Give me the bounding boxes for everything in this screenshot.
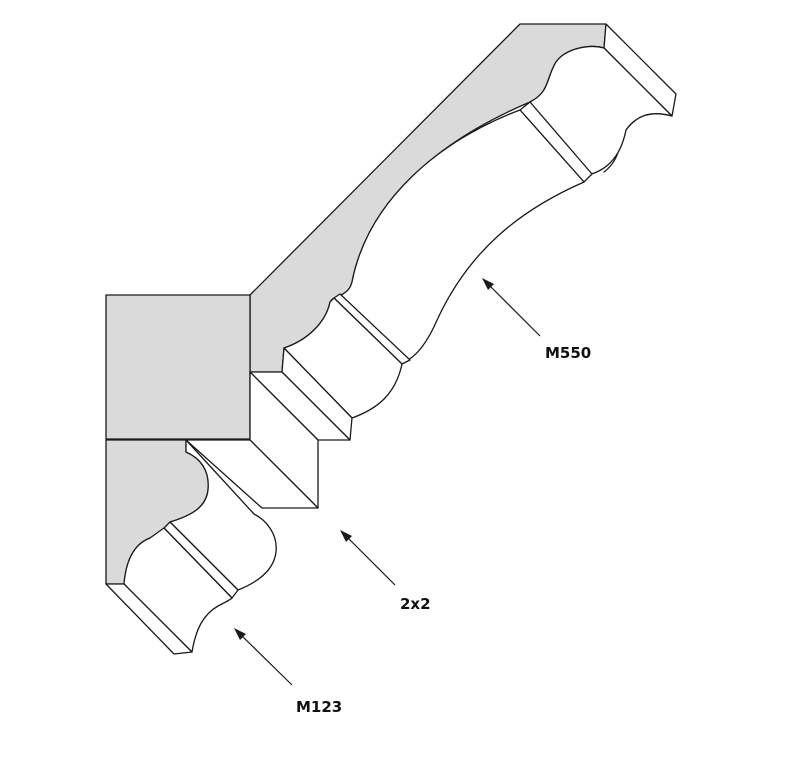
m550-main-cove bbox=[339, 109, 585, 363]
2x2-lower-face bbox=[185, 439, 319, 509]
m123-bottom-edge bbox=[105, 583, 193, 655]
arrow-head-icon bbox=[340, 530, 352, 542]
callout-2x2: 2x2 bbox=[340, 530, 431, 613]
m123-lower-cove bbox=[123, 527, 233, 653]
arrow-head-icon bbox=[234, 628, 246, 640]
callout-m550: M550 bbox=[482, 278, 591, 362]
m550-crown-molding bbox=[249, 23, 677, 441]
callout-m123: M123 bbox=[234, 628, 342, 716]
m123-molding bbox=[105, 439, 277, 655]
label-2x2: 2x2 bbox=[400, 595, 431, 613]
arrow-head-icon bbox=[482, 278, 494, 290]
label-m550: M550 bbox=[545, 344, 591, 362]
label-m123: M123 bbox=[296, 698, 342, 716]
2x2-block bbox=[105, 294, 351, 509]
2x2-end-face bbox=[105, 294, 251, 440]
